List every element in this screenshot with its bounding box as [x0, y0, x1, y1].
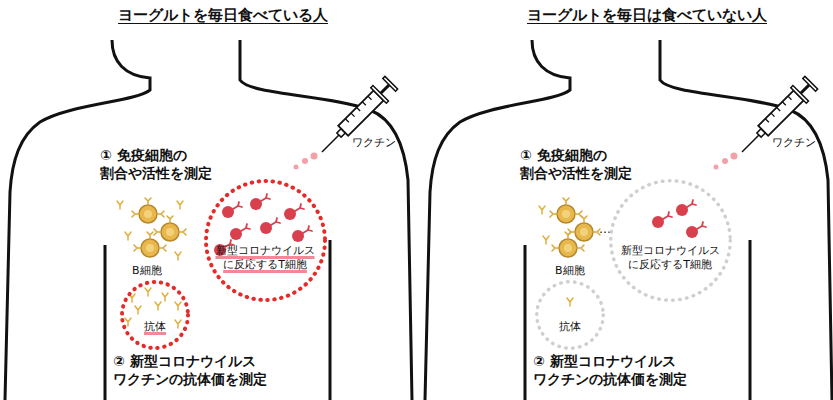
step-label: ② 新型コロナウイルス ワクチンの抗体価を測定 [113, 353, 267, 387]
ellipsis: … [599, 222, 611, 238]
vaccine-drop [731, 153, 738, 160]
t-cell [686, 222, 706, 238]
panel-title: ヨーグルトを毎日食べている人 [118, 6, 328, 24]
ellipsis: … [599, 222, 611, 236]
vaccine-drop [294, 165, 299, 170]
cell-label: B細胞 [132, 264, 162, 277]
antibody [117, 201, 123, 209]
b-cell [132, 198, 164, 223]
step-label: ① 免疫細胞の 割合や活性を測定 [520, 146, 645, 182]
panel-right [425, 40, 832, 400]
cell-label: B細胞 [555, 264, 585, 277]
antibody [125, 318, 131, 326]
step-label: ② 新型コロナウイルス ワクチンの抗体価を測定 [113, 352, 285, 388]
t-cell [230, 224, 250, 240]
b-cell [552, 232, 584, 257]
arm-line [105, 240, 330, 400]
body-outline [660, 40, 832, 400]
b-cell [568, 216, 600, 241]
t-cell-region: 新型コロナウイルス に反応するT細胞 [609, 179, 732, 302]
dotted-circle-outline [537, 282, 604, 349]
antibody [155, 302, 161, 310]
body-outline [240, 40, 412, 400]
b-cell [134, 232, 166, 257]
vaccine-label: ワクチン [772, 136, 816, 149]
t-cell [222, 202, 242, 218]
cell-label: B細胞 [555, 264, 585, 278]
syringe [734, 75, 819, 160]
vaccine-drop [722, 158, 728, 164]
b-cell [154, 216, 186, 241]
t-cell [260, 218, 280, 234]
antibody [162, 293, 168, 301]
vaccine-label: ワクチン [352, 136, 396, 150]
panel-title: ヨーグルトを毎日は食べていない人 [527, 6, 767, 26]
dotted-circle-outline [206, 181, 325, 300]
antibody [175, 302, 181, 310]
t-cell [250, 194, 270, 210]
antibody-region: 抗体 [120, 280, 190, 350]
t-cell [284, 204, 304, 220]
vaccine-drop [302, 158, 308, 164]
antibody [175, 252, 181, 260]
step-label: ① 免疫細胞の 割合や活性を測定 [520, 147, 632, 181]
t-cell [676, 200, 696, 216]
t-cell-region: 新型コロナウイルス に反応するT細胞 [204, 179, 327, 302]
antibody [135, 306, 141, 314]
antibody [177, 201, 183, 209]
panel-title: ヨーグルトを毎日食べている人 [118, 6, 328, 26]
body-outline [5, 40, 150, 400]
region-label: 新型コロナウイルス に反応するT細胞 [619, 244, 721, 273]
antibody [539, 206, 545, 214]
vaccine-drop [714, 165, 719, 170]
panel-left [5, 40, 412, 400]
body-outline [425, 40, 570, 400]
panel-title: ヨーグルトを毎日は食べていない人 [527, 6, 767, 24]
antibody [125, 232, 131, 240]
antibody [543, 236, 549, 244]
step-label: ① 免疫細胞の 割合や活性を測定 [100, 146, 225, 182]
antibody [175, 320, 181, 328]
region-label: 新型コロナウイルス に反応するT細胞 [214, 244, 316, 273]
step-label: ① 免疫細胞の 割合や活性を測定 [100, 147, 212, 181]
dotted-circle [609, 179, 732, 302]
t-cell [292, 226, 312, 242]
region-label: 抗体 [144, 320, 166, 334]
t-cell [652, 212, 672, 228]
antibody-region: 抗体 [535, 280, 605, 350]
step-label: ② 新型コロナウイルス ワクチンの抗体価を測定 [533, 352, 705, 388]
arm-line [525, 240, 750, 400]
antibody [567, 298, 573, 306]
antibody [145, 288, 151, 296]
dotted-circle [535, 280, 605, 350]
vaccine-label: ワクチン [352, 136, 396, 149]
cell-label: B細胞 [132, 264, 162, 278]
dotted-circle [120, 280, 190, 350]
region-label: 抗体 [559, 320, 581, 334]
step-label: ② 新型コロナウイルス ワクチンの抗体価を測定 [533, 353, 687, 387]
vaccine-label: ワクチン [772, 136, 816, 150]
dotted-circle-outline [122, 282, 188, 348]
dotted-circle [204, 179, 327, 302]
syringe [314, 75, 399, 160]
b-cell [550, 198, 582, 223]
dotted-circle-outline [610, 180, 730, 300]
vaccine-drop [311, 153, 318, 160]
